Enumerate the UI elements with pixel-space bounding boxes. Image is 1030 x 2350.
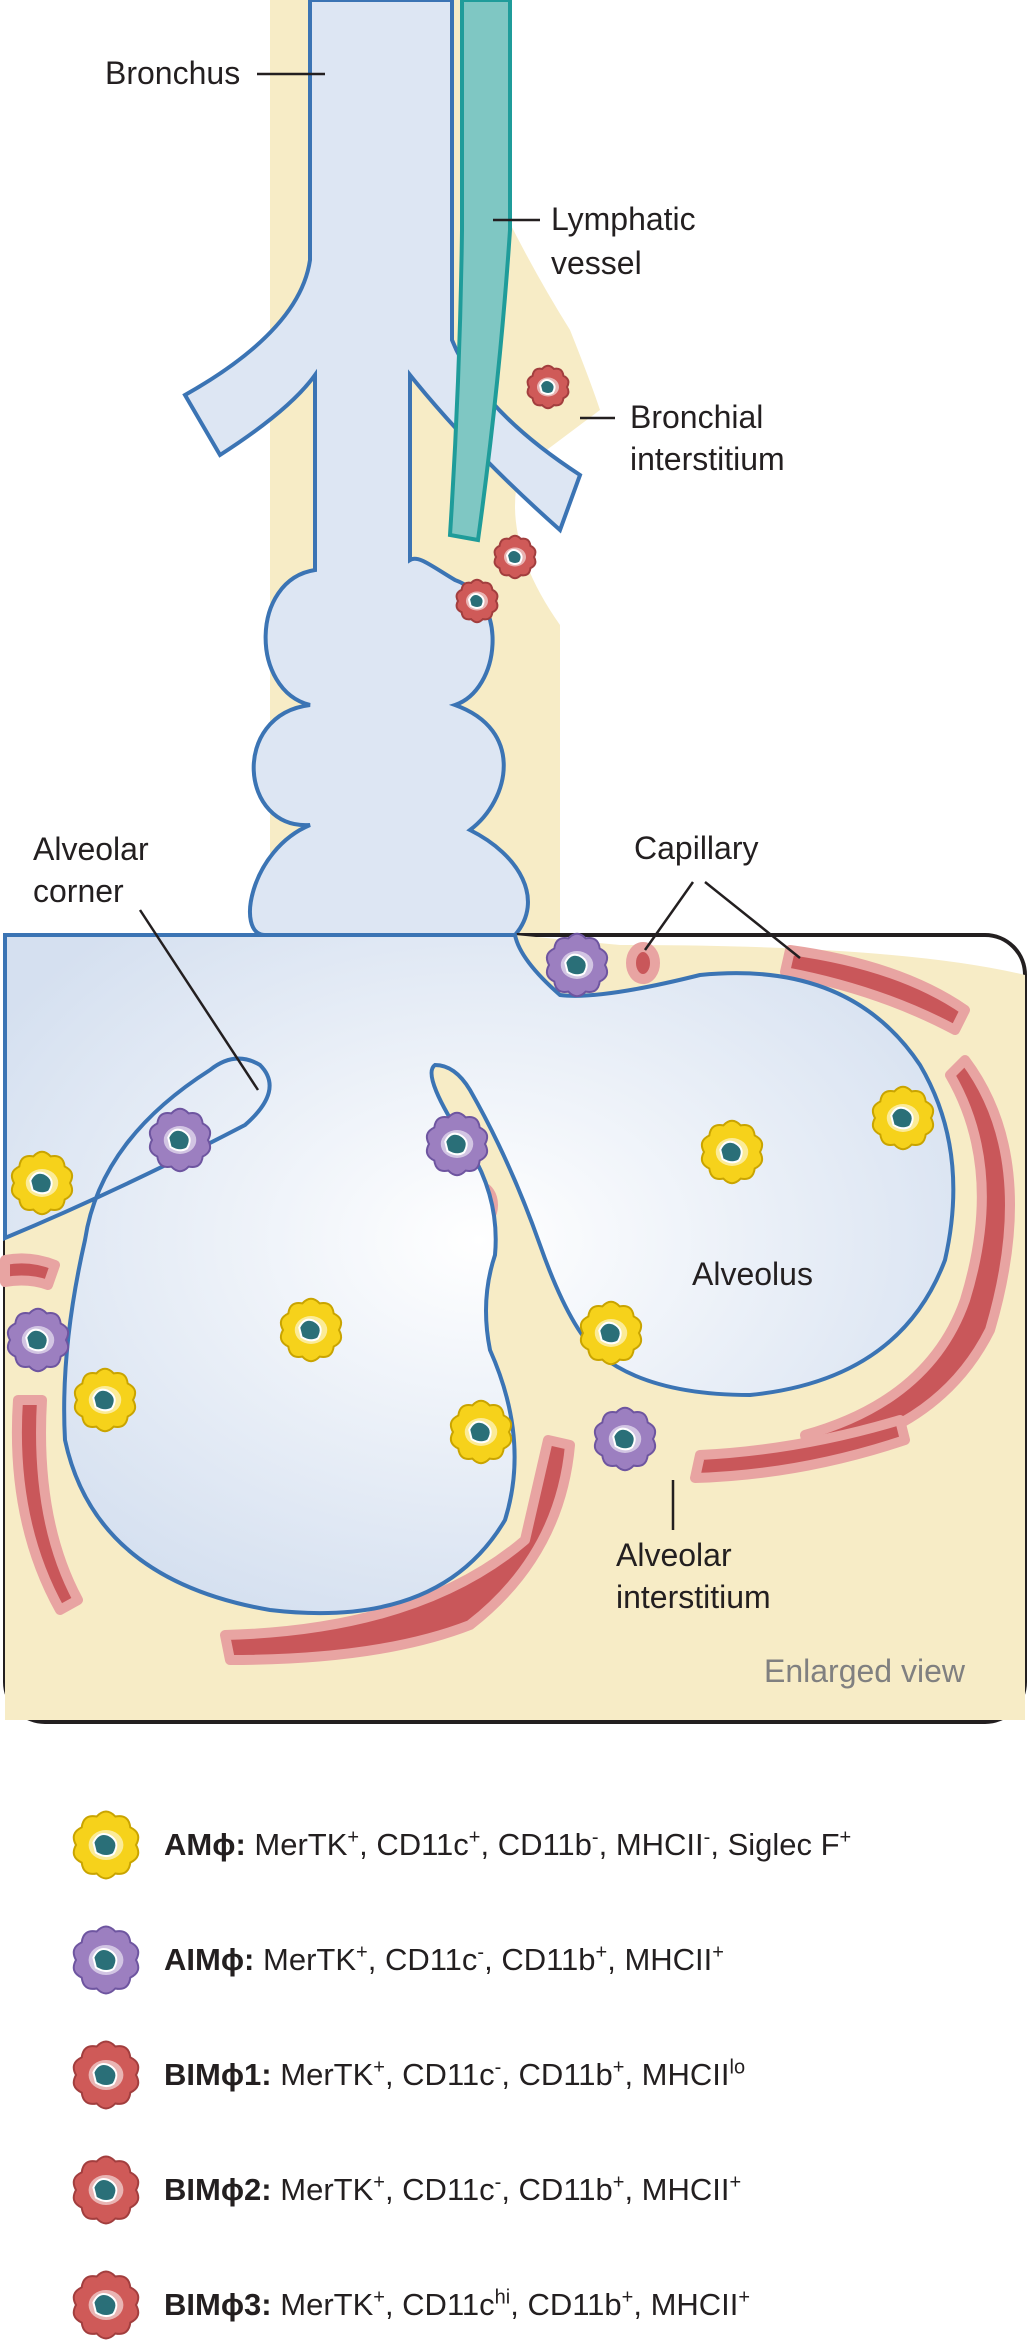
label-bronchial-interstitium-line1: Bronchial — [630, 399, 764, 435]
am-legend-icon — [72, 1810, 140, 1880]
am-macrophage-cell — [10, 1150, 74, 1216]
aim-macrophage-cell — [545, 932, 609, 998]
legend-text: BIMϕ2: MerTK+, CD11c-, CD11b+, MHCII+ — [164, 2171, 742, 2207]
bim-macrophage-cell — [526, 364, 570, 410]
capillary-bottom-right — [690, 1415, 910, 1483]
aim-cell-icon — [72, 1925, 140, 1995]
leader-lines — [138, 72, 801, 1530]
capillary-top-small — [626, 942, 660, 984]
label-bronchus: Bronchus — [105, 55, 241, 91]
legend-cell-name: BIMϕ1: — [164, 2057, 272, 2092]
bronchus-airway — [182, 0, 583, 937]
leader-capillary-right — [704, 881, 801, 959]
label-capillary: Capillary — [634, 830, 759, 866]
am-macrophage-cell — [700, 1119, 764, 1185]
capillary-bottom — [220, 1435, 575, 1665]
aim-macrophage-cell — [6, 1307, 70, 1373]
am-macrophage-cell — [279, 1297, 343, 1363]
legend-text: AMϕ: MerTK+, CD11c+, CD11b-, MHCII-, Sig… — [164, 1826, 852, 1862]
legend-cell-name: AMϕ: — [164, 1827, 246, 1862]
legend-row: AIMϕ: MerTK+, CD11c-, CD11b+, MHCII+ — [64, 1915, 1024, 2005]
capillary-left-lower — [11, 1395, 83, 1615]
bim-macrophage-cell — [493, 534, 537, 580]
legend-text: BIMϕ1: MerTK+, CD11c-, CD11b+, MHCIIlo — [164, 2056, 746, 2092]
aim-legend-icon — [72, 1925, 140, 1995]
bim-legend-icon — [72, 2040, 140, 2110]
legend-cell-name: BIMϕ2: — [164, 2172, 272, 2207]
alveolar-airway — [2, 933, 956, 1616]
legend-marker: CD11chi — [402, 2286, 511, 2322]
label-lymphatic-line2: vessel — [551, 245, 642, 281]
legend-marker: CD11b+ — [518, 2056, 625, 2092]
label-lymphatic-line1: Lymphatic — [551, 201, 696, 237]
legend-marker: MHCII+ — [641, 2171, 742, 2207]
legend-marker: CD11c- — [384, 1941, 485, 1977]
legend-marker: CD11b+ — [527, 2286, 634, 2322]
am-macrophage-cell — [579, 1300, 643, 1366]
label-alveolus: Alveolus — [692, 1256, 813, 1292]
bim-cell-icon — [72, 2270, 140, 2340]
lung-macrophage-diagram: Bronchus Lymphatic vessel Bronchial inte… — [0, 0, 1027, 1724]
legend-marker: CD11c- — [402, 2056, 502, 2092]
legend: AMϕ: MerTK+, CD11c+, CD11b-, MHCII-, Sig… — [0, 1760, 1030, 2340]
legend-text: AIMϕ: MerTK+, CD11c-, CD11b+, MHCII+ — [164, 1941, 724, 1977]
legend-marker: MHCIIlo — [641, 2056, 746, 2092]
aim-macrophage-cell — [593, 1406, 657, 1472]
legend-marker: MHCII+ — [624, 1941, 724, 1977]
label-alveolar-corner-line1: Alveolar — [33, 831, 149, 867]
label-alveolar-interstitium-line1: Alveolar — [616, 1537, 732, 1573]
am-cell-icon — [72, 1810, 140, 1880]
legend-cell-name: AIMϕ: — [164, 1942, 255, 1977]
legend-marker: CD11c- — [402, 2171, 502, 2207]
bim-cell-icon — [72, 2040, 140, 2110]
macrophage-cells — [6, 364, 935, 1472]
legend-marker: MHCII+ — [650, 2286, 751, 2322]
leader-capillary-left — [643, 881, 695, 951]
capillary-left-upper — [0, 1253, 60, 1290]
legend-text: BIMϕ3: MerTK+, CD11chi, CD11b+, MHCII+ — [164, 2286, 751, 2322]
bim-legend-icon — [72, 2155, 140, 2225]
legend-row: AMϕ: MerTK+, CD11c+, CD11b-, MHCII-, Sig… — [64, 1800, 1024, 1890]
am-macrophage-cell — [449, 1399, 513, 1465]
legend-marker: MerTK+ — [280, 2171, 385, 2207]
bim-legend-icon — [72, 2270, 140, 2340]
legend-marker: CD11b- — [497, 1826, 599, 1862]
legend-row: BIMϕ1: MerTK+, CD11c-, CD11b+, MHCIIlo — [64, 2030, 1024, 2120]
label-bronchial-interstitium-line2: interstitium — [630, 441, 785, 477]
aim-macrophage-cell — [425, 1111, 489, 1177]
lymphatic-vessel — [447, 0, 512, 543]
legend-row: BIMϕ2: MerTK+, CD11c-, CD11b+, MHCII+ — [64, 2145, 1024, 2235]
aim-macrophage-cell — [148, 1107, 212, 1173]
bim-macrophage-cell — [455, 578, 499, 624]
legend-marker: Siglec F+ — [727, 1826, 852, 1862]
legend-marker: CD11b+ — [518, 2171, 625, 2207]
label-alveolar-interstitium-line2: interstitium — [616, 1579, 771, 1615]
legend-row: BIMϕ3: MerTK+, CD11chi, CD11b+, MHCII+ — [64, 2260, 1024, 2350]
label-enlarged-view: Enlarged view — [764, 1653, 965, 1689]
legend-marker: MerTK+ — [254, 1826, 360, 1862]
diagram-canvas — [0, 0, 1027, 1724]
label-alveolar-corner-line2: corner — [33, 873, 124, 909]
legend-marker: CD11c+ — [376, 1826, 481, 1862]
legend-marker: MerTK+ — [263, 1941, 368, 1977]
am-macrophage-cell — [871, 1085, 935, 1151]
legend-cell-name: BIMϕ3: — [164, 2287, 272, 2322]
legend-marker: CD11b+ — [501, 1941, 608, 1977]
capillary-top-right — [780, 945, 970, 1035]
bim-cell-icon — [72, 2155, 140, 2225]
legend-marker: MerTK+ — [280, 2286, 385, 2322]
legend-marker: MerTK+ — [280, 2056, 385, 2092]
legend-marker: MHCII- — [615, 1826, 711, 1862]
am-macrophage-cell — [73, 1367, 137, 1433]
leader-alveolar-corner — [138, 909, 260, 1091]
